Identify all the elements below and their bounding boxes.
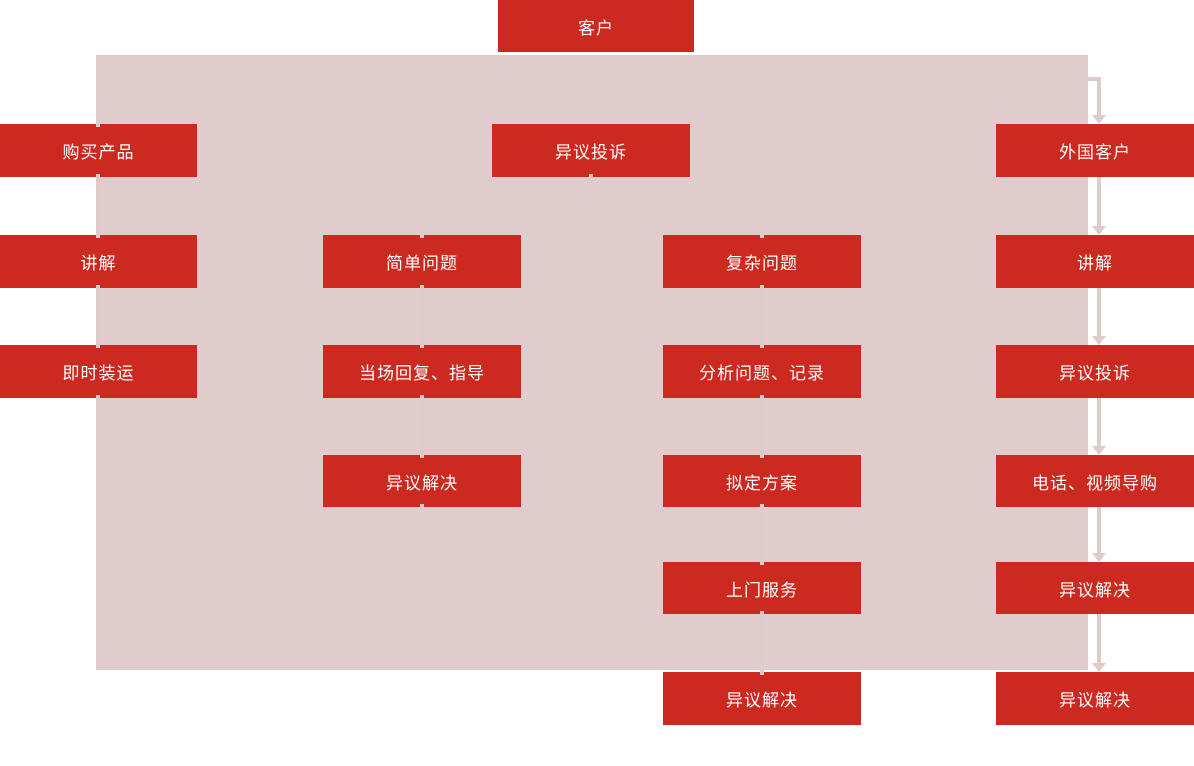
- flow-node-simple-problem: 简单问题: [323, 235, 521, 288]
- connector-stub: [96, 285, 100, 348]
- flow-node-objection-resolved-right-2: 异议解决: [996, 672, 1194, 725]
- flow-node-analyze-problem-record: 分析问题、记录: [663, 345, 861, 398]
- flow-node-complex-problem: 复杂问题: [663, 235, 861, 288]
- flow-node-objection-resolved-complex: 异议解决: [663, 672, 861, 725]
- arrow-down-icon: [1092, 336, 1106, 345]
- connector-stub: [420, 395, 424, 458]
- connector-stub: [420, 504, 424, 513]
- connector-stub: [760, 395, 764, 458]
- flow-arrow-line: [1097, 614, 1101, 663]
- flow-node-buy-product: 购买产品: [0, 124, 197, 177]
- connector-stub: [760, 285, 764, 348]
- flow-node-explain-left: 讲解: [0, 235, 197, 288]
- arrow-down-icon: [1092, 663, 1106, 672]
- flow-node-onsite-reply-guidance: 当场回复、指导: [323, 345, 521, 398]
- connector-stub: [96, 395, 100, 404]
- flow-arrow-elbow: [1088, 77, 1101, 81]
- connector-stub: [96, 174, 100, 238]
- connector-stub: [420, 229, 424, 238]
- flow-arrow-line: [1097, 398, 1101, 446]
- connector-stub: [96, 118, 100, 127]
- flow-arrow-line: [1097, 507, 1101, 553]
- connector-stub: [420, 285, 424, 348]
- arrow-down-icon: [1092, 446, 1106, 455]
- arrow-down-icon: [1092, 553, 1106, 562]
- flow-node-draft-plan: 拟定方案: [663, 455, 861, 507]
- connector-stub: [760, 611, 764, 675]
- connector-stub: [760, 229, 764, 238]
- flow-arrow-line: [1097, 288, 1101, 336]
- flow-node-phone-video-guide: 电话、视频导购: [996, 455, 1194, 507]
- connector-stub: [760, 504, 764, 565]
- flow-node-explain-right: 讲解: [996, 235, 1194, 288]
- flow-node-objection-complaint-center: 异议投诉: [492, 124, 690, 177]
- flow-node-objection-resolved-simple: 异议解决: [323, 455, 521, 507]
- flow-node-foreign-customer: 外国客户: [996, 124, 1194, 177]
- connector-stub: [589, 174, 593, 183]
- flow-node-door-to-door-service: 上门服务: [663, 562, 861, 614]
- flow-arrow-line: [1097, 177, 1101, 226]
- flow-node-objection-resolved-right-1: 异议解决: [996, 562, 1194, 614]
- flow-node-immediate-shipment: 即时装运: [0, 345, 197, 398]
- flow-node-customer: 客户: [498, 0, 694, 52]
- arrow-down-icon: [1092, 115, 1106, 124]
- flow-node-objection-complaint-right: 异议投诉: [996, 345, 1194, 398]
- arrow-down-icon: [1092, 226, 1106, 235]
- flow-arrow-line: [1097, 77, 1101, 115]
